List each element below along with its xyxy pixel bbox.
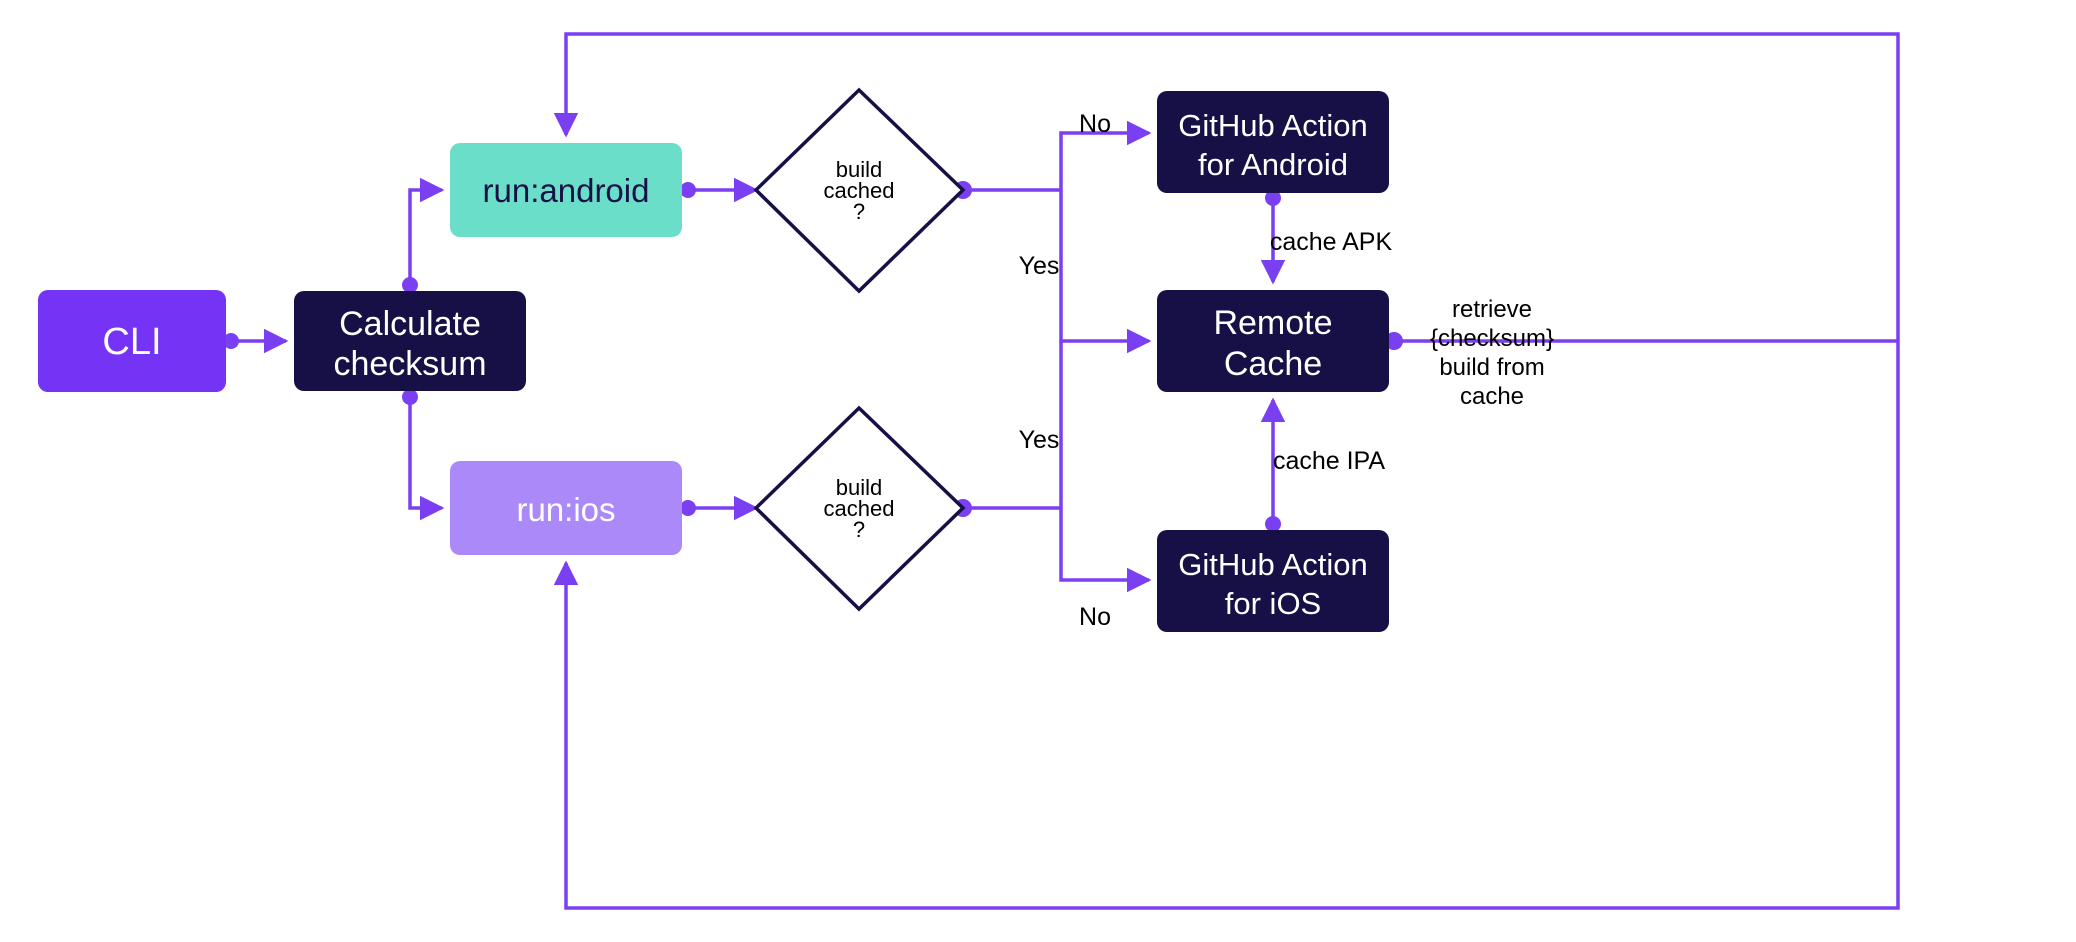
decision-ios-line2: cached	[824, 496, 895, 521]
edge-run-ios-to-decision	[680, 495, 759, 521]
edge-dot	[680, 182, 696, 198]
decision-ios-line3: ?	[853, 517, 865, 542]
node-calculate-checksum[interactable]: Calculate checksum	[294, 291, 526, 391]
edge-label-retrieve-line4: cache	[1460, 383, 1524, 410]
edge-decision-android-branch	[954, 120, 1152, 354]
edge-label-no-ios: No	[1079, 603, 1111, 631]
edge-dot	[402, 277, 418, 293]
edge-gh-ios-to-remote-cache	[1260, 397, 1286, 532]
node-decision-build-cached-ios[interactable]: build cached ?	[753, 405, 966, 612]
node-calculate-checksum-label-line2: checksum	[333, 345, 486, 383]
node-cli-shape	[38, 290, 226, 392]
edge-label-yes-android: Yes	[1019, 252, 1060, 280]
node-github-action-ios-line1: GitHub Action	[1178, 547, 1368, 582]
node-cli-label: CLI	[102, 321, 161, 363]
node-github-action-ios-shape	[1157, 530, 1389, 632]
node-run-ios-label: run:ios	[516, 491, 615, 528]
node-remote-cache-line2: Cache	[1224, 345, 1322, 383]
node-decision-build-cached-android[interactable]: build cached ?	[753, 87, 966, 294]
edge-label-cache-apk: cache APK	[1270, 228, 1393, 256]
node-run-ios[interactable]: run:ios	[450, 461, 682, 555]
edge-dot	[680, 500, 696, 516]
node-github-action-ios-line2: for iOS	[1225, 586, 1321, 621]
edge-dot	[1265, 516, 1281, 532]
node-github-action-ios[interactable]: GitHub Action for iOS	[1157, 530, 1389, 632]
edge-dot	[1265, 190, 1281, 206]
edge-checksum-to-run-ios	[402, 389, 445, 521]
node-cli[interactable]: CLI	[38, 290, 226, 392]
node-remote-cache-shape	[1157, 290, 1389, 392]
node-run-android-label: run:android	[483, 172, 650, 209]
node-github-action-android-line2: for Android	[1198, 147, 1348, 182]
edge-remote-cache-feedback	[553, 32, 1900, 910]
decision-android-line3: ?	[853, 199, 865, 224]
node-run-ios-shape	[450, 461, 682, 555]
edge-label-retrieve-line2: {checksum}	[1430, 325, 1554, 352]
edge-run-android-to-decision	[680, 177, 759, 203]
edge-label-no-android: No	[1079, 110, 1111, 138]
node-calculate-checksum-shape	[294, 291, 526, 391]
decision-android-line1: build	[836, 157, 882, 182]
edge-decision-ios-branch	[954, 341, 1152, 593]
node-decision-build-cached-android-shape	[753, 87, 966, 294]
decision-ios-line1: build	[836, 475, 882, 500]
node-github-action-android[interactable]: GitHub Action for Android	[1157, 91, 1389, 193]
edge-checksum-to-run-android	[402, 177, 445, 293]
node-github-action-android-line1: GitHub Action	[1178, 108, 1368, 143]
node-calculate-checksum-label-line1: Calculate	[339, 305, 481, 343]
node-remote-cache[interactable]: Remote Cache	[1157, 290, 1389, 392]
edge-label-cache-ipa: cache IPA	[1273, 447, 1385, 475]
edge-cli-to-checksum	[223, 328, 289, 354]
edge-dot	[1385, 332, 1403, 350]
decision-android-line2: cached	[824, 178, 895, 203]
node-run-android[interactable]: run:android	[450, 143, 682, 237]
node-github-action-android-shape	[1157, 91, 1389, 193]
node-decision-build-cached-ios-shape	[753, 405, 966, 612]
edge-labels-layer: No Yes Yes No cache APK cache IPA retrie…	[1019, 110, 1554, 631]
edge-label-retrieve-line3: build from	[1439, 354, 1544, 381]
edge-dot	[223, 333, 239, 349]
edge-label-yes-ios: Yes	[1019, 426, 1060, 454]
edge-gh-android-to-remote-cache	[1260, 190, 1286, 285]
node-run-android-shape	[450, 143, 682, 237]
node-remote-cache-line1: Remote	[1213, 304, 1332, 342]
edge-dot	[402, 389, 418, 405]
edge-label-retrieve-line1: retrieve	[1452, 296, 1532, 323]
